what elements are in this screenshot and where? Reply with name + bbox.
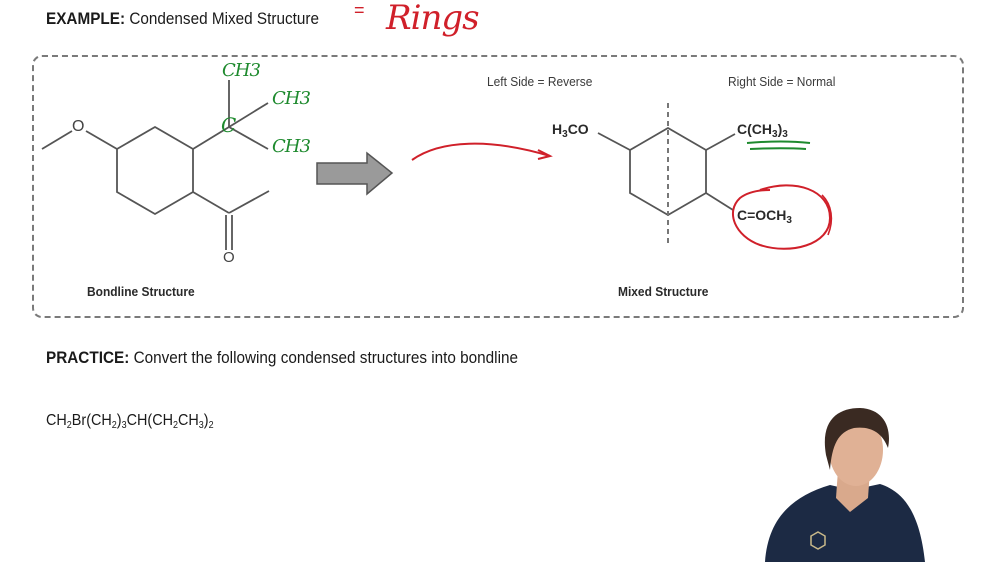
group-tbu-text: ) [777, 121, 783, 137]
bond [85, 130, 118, 150]
bond [228, 126, 269, 150]
handwritten-ch3-lower: CH3 [272, 136, 311, 157]
group-tert-butyl: C(CH3)3 [737, 121, 788, 140]
bond [228, 102, 269, 128]
logo-hexagon-icon [810, 531, 826, 550]
formula-subscript: 3 [121, 420, 127, 431]
formula-text: ) [203, 412, 209, 429]
bond [597, 132, 631, 151]
practice-formula: CH2Br(CH2)3CH(CH2CH3)2 [46, 412, 214, 431]
cyclohexane-ring [116, 125, 194, 216]
formula-text: Br(CH [71, 412, 112, 429]
bond [705, 133, 736, 151]
example-panel [32, 55, 964, 318]
red-curved-arrow [411, 142, 551, 161]
right-side-note: Right Side = Normal [728, 74, 836, 89]
left-side-note: Left Side = Reverse [487, 74, 593, 89]
formula-text: CH [46, 412, 67, 429]
formula-text: CH(CH [126, 412, 173, 429]
bond [705, 192, 734, 211]
example-title: Condensed Mixed Structure [129, 9, 319, 28]
group-tbu-sub: 3 [772, 129, 778, 140]
formula-subscript: 2 [208, 420, 214, 431]
group-methoxy-text: H [552, 121, 563, 137]
presenter-shirt [765, 484, 925, 562]
presenter-hair [824, 408, 889, 470]
block-arrow-icon [316, 151, 394, 196]
atom-o-carbonyl: O [223, 249, 235, 266]
formula-subscript: 2 [172, 420, 179, 431]
group-tbu-text: C(CH [737, 121, 772, 137]
handwritten-ch3-right: CH3 [272, 88, 311, 109]
group-acyl-sub: 3 [786, 215, 792, 226]
mixed-molecule [597, 126, 736, 217]
practice-prefix: PRACTICE: [46, 348, 130, 367]
practice-instruction: Convert the following condensed structur… [133, 348, 519, 367]
bond [41, 130, 73, 150]
handwritten-c-center: C [221, 113, 237, 137]
red-circle-annotation [731, 184, 832, 250]
practice-heading: PRACTICE: Convert the following condense… [46, 348, 518, 368]
formula-subscript: 3 [198, 420, 204, 431]
red-arrowhead [537, 149, 553, 160]
handwritten-ch3-top: CH3 [222, 60, 261, 81]
formula-subscript: 2 [111, 420, 117, 431]
bond [192, 126, 230, 150]
green-underline [746, 140, 811, 144]
handwritten-rings: Rings [386, 0, 480, 38]
bondline-molecule [41, 80, 270, 250]
formula-text: CH [178, 412, 199, 429]
bondline-caption: Bondline Structure [87, 284, 195, 299]
group-acyl: C=OCH3 [737, 207, 792, 226]
group-methoxy-sub: 3 [562, 129, 568, 140]
formula-text: ) [116, 412, 122, 429]
formula-subscript: 2 [66, 420, 72, 431]
handwritten-equals: = [354, 0, 365, 20]
group-tbu-sub: 3 [782, 129, 788, 140]
group-acyl-text: C=OCH [737, 207, 787, 223]
bond [192, 191, 230, 214]
green-underline [749, 147, 807, 150]
group-methoxy: H3CO [552, 121, 589, 140]
example-prefix: EXAMPLE: [46, 9, 126, 28]
example-heading: EXAMPLE: Condensed Mixed Structure [46, 9, 319, 29]
presenter-video [765, 408, 925, 562]
atom-o-ether: O [72, 118, 85, 135]
mixed-caption: Mixed Structure [618, 284, 709, 299]
bond [228, 190, 270, 214]
red-circle-tail [821, 194, 833, 236]
group-methoxy-text: CO [567, 121, 589, 137]
